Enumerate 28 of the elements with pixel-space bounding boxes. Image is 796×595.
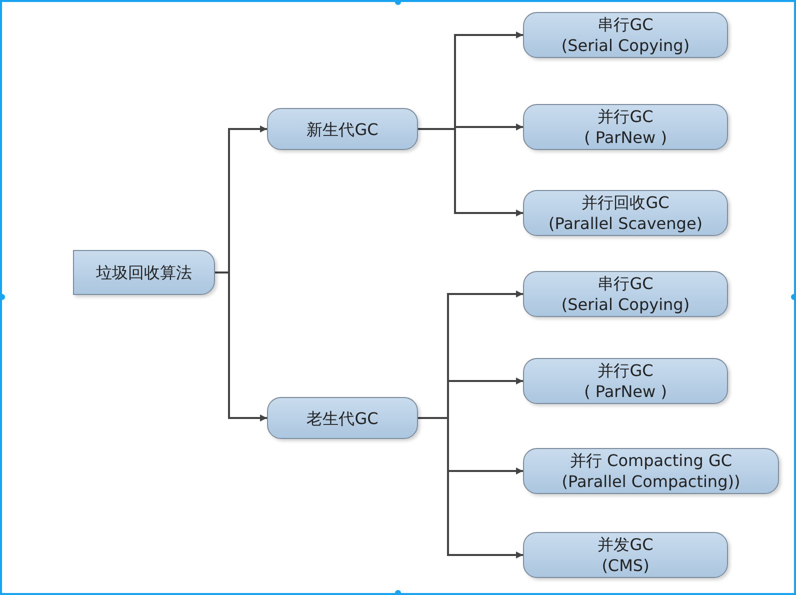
process-box: [523, 190, 728, 236]
process-box: [523, 532, 728, 578]
process-box: [523, 448, 779, 494]
box-label: (Serial Copying): [561, 35, 690, 56]
box-label: ( ParNew ): [584, 127, 667, 148]
box-label: 并发GC: [598, 534, 654, 555]
process-box: [523, 12, 728, 58]
process-box: [523, 104, 728, 150]
process-box: [267, 108, 418, 150]
box-label: (Parallel Scavenge): [548, 213, 703, 234]
box-label: ( ParNew ): [584, 381, 667, 402]
process-box: [523, 358, 728, 404]
box-label: 新生代GC: [306, 118, 378, 140]
arrow: [418, 417, 523, 558]
box-label: 并行 Compacting GC: [570, 450, 732, 471]
box-label: (CMS): [602, 555, 650, 576]
box-label: 垃圾回收算法: [96, 262, 192, 283]
box-label: 串行GC: [598, 273, 654, 294]
box-label: 串行GC: [598, 14, 654, 35]
box-label: (Parallel Compacting)): [562, 471, 740, 492]
process-box: [73, 250, 215, 295]
box-label: (Serial Copying): [561, 294, 690, 315]
box-label: 老生代GC: [306, 408, 378, 428]
process-box: [267, 397, 418, 439]
box-label: 并行回收GC: [582, 192, 670, 213]
box-label: 并行GC: [598, 106, 654, 127]
process-box: [523, 271, 728, 317]
box-label: 并行GC: [598, 360, 654, 381]
